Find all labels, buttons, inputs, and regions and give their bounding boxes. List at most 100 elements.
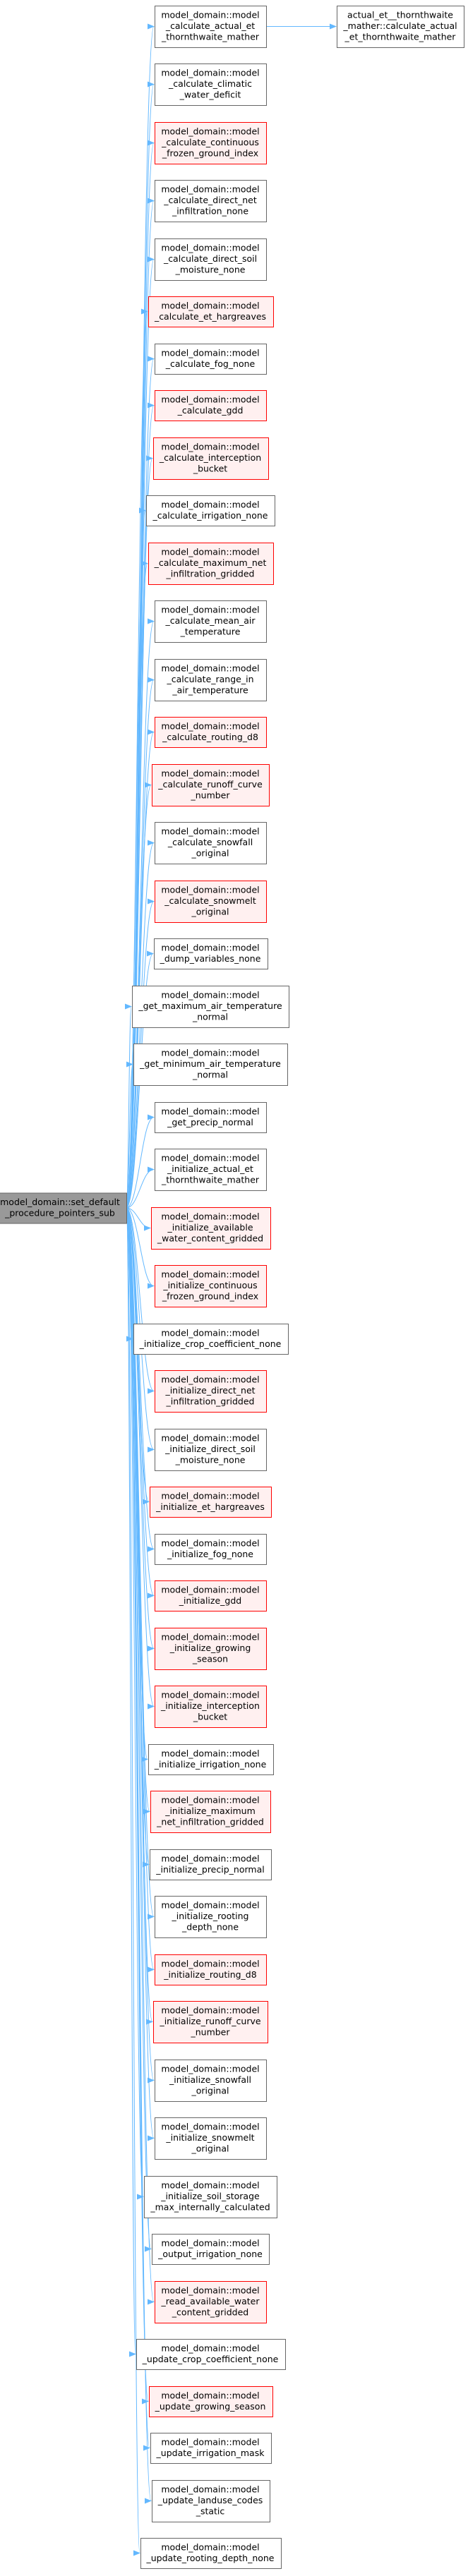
node-label-line: model_domain::model [161, 1374, 259, 1385]
node-box [155, 1429, 267, 1471]
node-label-line: model_domain::model [161, 394, 259, 405]
callee-node[interactable]: model_domain::model_initialize_intercept… [155, 1686, 267, 1728]
node-label-line: _initialize_snowmelt [165, 2132, 254, 2143]
node-box [132, 986, 289, 1028]
callee-node[interactable]: model_domain::model_initialize_crop_coef… [133, 1324, 289, 1355]
callee-node[interactable]: model_domain::model_initialize_precip_no… [150, 1849, 272, 1880]
callee-node[interactable]: model_domain::model_initialize_snowfall_… [155, 2060, 267, 2102]
callee-node[interactable]: model_domain::model_initialize_routing_d… [155, 1954, 267, 1985]
callee-node[interactable]: model_domain::model_initialize_rooting_d… [155, 1896, 267, 1938]
node-label-line: model_domain::model [161, 243, 259, 253]
node-label-line: _temperature [180, 627, 241, 637]
callee-node[interactable]: model_domain::model_initialize_et_hargre… [150, 1487, 272, 1518]
callee-node[interactable]: model_domain::model_calculate_direct_net… [155, 180, 267, 222]
callee-node[interactable]: model_domain::model_read_available_water… [155, 2281, 267, 2323]
callee-node[interactable]: model_domain::model_initialize_snowmelt_… [155, 2117, 267, 2160]
callee-node[interactable]: model_domain::model_initialize_fog_none [155, 1534, 267, 1565]
callee-node[interactable]: model_domain::model_calculate_climatic_w… [155, 64, 267, 106]
node-box [148, 1744, 274, 1775]
callee-node[interactable]: model_domain::model_calculate_runoff_cur… [152, 764, 270, 806]
node-label-line: model_domain::model [161, 826, 259, 837]
node-label-line: _calculate_irrigation_none [152, 510, 268, 521]
root-node[interactable]: model_domain::set_default_procedure_poin… [0, 1192, 127, 1224]
callee-node[interactable]: model_domain::model_calculate_actual_et_… [155, 6, 267, 48]
node-label-line: model_domain::model [161, 1328, 259, 1338]
callee-node[interactable]: model_domain::model_initialize_gdd [155, 1580, 267, 1611]
node-box [155, 822, 267, 864]
call-edge [126, 1207, 155, 2304]
call-edge [126, 1207, 152, 2503]
callee-node[interactable]: model_domain::model_calculate_snowfall_o… [155, 822, 267, 864]
node-label-line: model_domain::model [161, 1538, 259, 1549]
secondary-node[interactable]: actual_et__thornthwaite_mather::calculat… [337, 6, 464, 48]
node-label-line: _initialize_soil_storage [160, 2191, 260, 2201]
node-label-line: _net_infiltration_gridded [156, 1817, 264, 1827]
callee-node[interactable]: model_domain::model_update_irrigation_ma… [150, 2433, 272, 2464]
callee-node[interactable]: model_domain::model_update_landuse_codes… [152, 2480, 270, 2522]
node-box [155, 600, 267, 643]
callee-node[interactable]: model_domain::model_calculate_snowmelt_o… [155, 881, 267, 923]
callee-node[interactable]: model_domain::model_calculate_maximum_ne… [148, 543, 274, 585]
call-edge [126, 1166, 155, 1209]
callee-node[interactable]: model_domain::model_initialize_direct_ne… [155, 1370, 267, 1413]
node-box [155, 1149, 267, 1191]
callee-node[interactable]: model_domain::model_initialize_actual_et… [155, 1149, 267, 1191]
node-label-line: _calculate_et_hargreaves [154, 311, 266, 322]
callee-node[interactable]: model_domain::model_calculate_intercepti… [153, 437, 269, 480]
node-label-line: model_domain::model [161, 2064, 259, 2074]
node-label-line: model_domain::model [161, 663, 259, 674]
callee-node[interactable]: model_domain::model_output_irrigation_no… [152, 2234, 270, 2265]
callee-node[interactable]: model_domain::model_get_minimum_air_temp… [133, 1044, 288, 1086]
callee-node[interactable]: model_domain::model_calculate_gdd [155, 390, 267, 421]
callee-node[interactable]: model_domain::model_initialize_continuou… [155, 1265, 267, 1307]
call-edge [126, 1207, 140, 2555]
call-edge [124, 1004, 132, 1209]
callee-node[interactable]: model_domain::model_update_crop_coeffici… [136, 2339, 286, 2370]
call-edge [126, 1207, 155, 1710]
callee-node[interactable]: model_domain::model_initialize_growing_s… [155, 1628, 267, 1670]
callee-node[interactable]: model_domain::model_initialize_irrigatio… [148, 1744, 274, 1775]
callee-node[interactable]: model_domain::model_get_maximum_air_temp… [132, 986, 289, 1028]
callee-node[interactable]: model_domain::model_initialize_available… [151, 1207, 271, 1250]
node-label-line: _initialize_continuous [162, 1280, 257, 1290]
callee-node[interactable]: model_domain::model_initialize_maximum_n… [150, 1791, 271, 1833]
node-label-line: _et_thornthwaite_mather [344, 32, 457, 42]
callee-node[interactable]: model_domain::model_calculate_continuous… [155, 122, 267, 164]
node-label-line: _moisture_none [175, 1455, 246, 1465]
node-label-line: _get_precip_normal [167, 1117, 253, 1127]
node-label-line: model_domain::model [161, 2390, 259, 2401]
node-label-line: _original [191, 2143, 229, 2154]
node-label-line: model_domain::model [161, 1690, 259, 1700]
callee-node[interactable]: model_domain::model_initialize_direct_so… [155, 1429, 267, 1471]
node-label-line: _original [191, 2086, 229, 2096]
node-label-line: model_domain::model [161, 943, 259, 953]
node-label-line: model_domain::model [161, 2180, 259, 2191]
callee-node[interactable]: model_domain::model_calculate_irrigation… [146, 495, 275, 526]
node-box [153, 437, 269, 480]
node-label-line: model_domain::model [161, 768, 259, 779]
callee-node[interactable]: model_domain::model_calculate_fog_none [155, 344, 267, 375]
node-label-line: model_domain::model [161, 1106, 259, 1117]
node-label-line: model_domain::model [161, 442, 259, 452]
callee-node[interactable]: model_domain::model_calculate_mean_air_t… [155, 600, 267, 643]
node-label-line: actual_et__thornthwaite [347, 10, 453, 20]
node-box [155, 122, 267, 164]
callee-node[interactable]: model_domain::model_calculate_et_hargrea… [148, 296, 274, 327]
callee-node[interactable]: model_domain::model_update_growing_seaso… [149, 2386, 273, 2417]
node-label-line: _initialize_snowfall [169, 2074, 251, 2085]
callee-node[interactable]: model_domain::model_calculate_range_in_a… [155, 659, 267, 701]
node-label-line: model_domain::model [161, 885, 259, 895]
callee-node[interactable]: model_domain::model_calculate_direct_soi… [155, 238, 267, 281]
callee-node[interactable]: model_domain::model_dump_variables_none [154, 938, 268, 969]
node-label-line: model_domain::model [161, 184, 259, 195]
node-label-line: _depth_none [181, 1922, 239, 1933]
node-label-line: _initialize_actual_et [167, 1163, 253, 1174]
callee-node[interactable]: model_domain::model_calculate_routing_d8 [155, 717, 267, 748]
node-label-line: _initialize_growing [169, 1643, 251, 1653]
callee-node[interactable]: model_domain::model_initialize_soil_stor… [144, 2176, 277, 2218]
node-label-line: _infiltration_gridded [166, 569, 255, 579]
callee-node[interactable]: model_domain::model_get_precip_normal [155, 1102, 267, 1133]
callee-node[interactable]: model_domain::model_update_rooting_depth… [140, 2538, 282, 2569]
callee-node[interactable]: model_domain::model_initialize_runoff_cu… [153, 2001, 268, 2043]
